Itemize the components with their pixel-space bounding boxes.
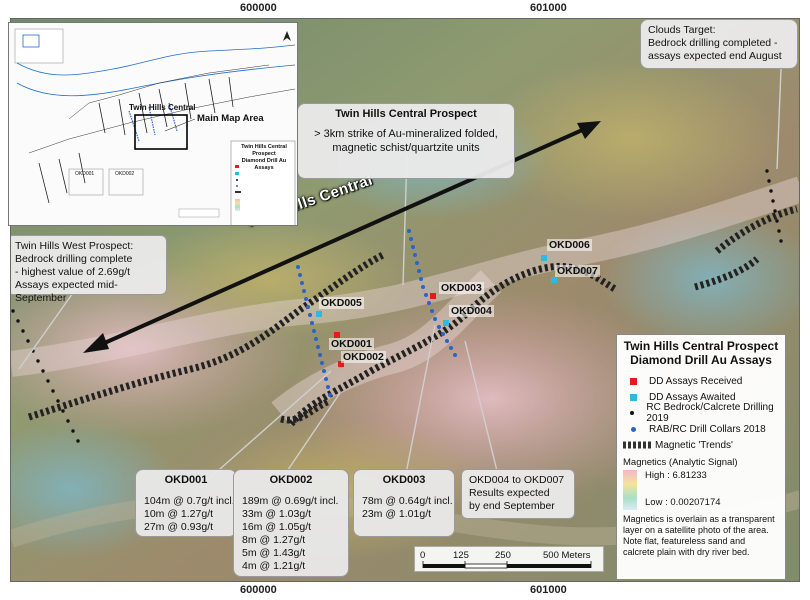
- grid-label-top-601000: 601000: [530, 2, 567, 14]
- cyan-square-icon: [629, 393, 637, 401]
- legend-item-awaited: DD Assays Awaited: [623, 389, 779, 405]
- inset-title-line2: Diamond Drill Au Assays: [241, 158, 287, 171]
- inset-hole-b: OKD002: [115, 171, 135, 177]
- callout-west-line3: Assays expected mid-September: [15, 279, 118, 304]
- legend-title-line1: Twin Hills Central Prospect: [623, 339, 779, 353]
- scale-tick-label: 500 Meters: [543, 550, 591, 561]
- legend-magnetics-title: Magnetics (Analytic Signal): [623, 457, 738, 468]
- inset-legend-title: Twin Hills Central Prospect Diamond Dril…: [233, 144, 295, 172]
- callout-central: Twin Hills Central Prospect > 3km strike…: [297, 103, 515, 179]
- assay-box-okd004-007: OKD004 to OKD007 Results expected by end…: [461, 469, 575, 519]
- assay-okd001-row: 10m @ 1.27g/t: [144, 508, 214, 520]
- drill-holes: [316, 255, 557, 367]
- grid-label-top-600000: 600000: [240, 2, 277, 14]
- assay-okd003-row: 23m @ 1.01g/t: [362, 508, 432, 520]
- assay-okd002-row: 33m @ 1.03g/t: [242, 508, 312, 520]
- assay-okd001-row: 27m @ 0.93g/t: [144, 521, 214, 533]
- inset-hole-a: OKD001: [75, 171, 95, 177]
- legend-item-trends: Magnetic 'Trends': [623, 437, 779, 453]
- callout-clouds-text: Bedrock drilling completed - assays expe…: [648, 37, 782, 62]
- hole-label-okd004[interactable]: OKD004: [449, 305, 494, 317]
- assay-okd004-line1: OKD004 to OKD007: [469, 474, 565, 486]
- inset-title-line1: Twin Hills Central Prospect: [241, 144, 287, 157]
- legend-item-label: DD Assays Awaited: [649, 391, 736, 403]
- legend-item-rab-rc: RAB/RC Drill Collars 2018: [623, 421, 779, 437]
- assay-okd001-row: 104m @ 0.7g/t incl.: [144, 495, 235, 507]
- assay-okd002-row: 5m @ 1.43g/t: [242, 547, 306, 559]
- assay-okd002-title: OKD002: [269, 474, 313, 486]
- callout-west-line2: - highest value of 2.69g/t: [15, 266, 130, 278]
- legend-low: Low : 0.00207174: [645, 497, 721, 508]
- inset-map: [9, 23, 297, 225]
- hole-label-okd007[interactable]: OKD007: [555, 265, 600, 277]
- callout-clouds: Clouds Target: Bedrock drilling complete…: [640, 19, 798, 69]
- hole-label-okd006[interactable]: OKD006: [547, 239, 592, 251]
- assay-box-okd002: OKD002 189m @ 0.69g/t incl. 33m @ 1.03g/…: [233, 469, 349, 577]
- assay-okd004-line2: Results expected: [469, 487, 550, 499]
- inset-main-map-label: Main Map Area: [197, 113, 264, 124]
- assay-okd002-row: 16m @ 1.05g/t: [242, 521, 312, 533]
- legend-item-rc-bedrock: RC Bedrock/Calcrete Drilling 2019: [623, 402, 779, 424]
- legend-item-label: RAB/RC Drill Collars 2018: [649, 423, 766, 435]
- callout-west-line1: Bedrock drilling complete: [15, 253, 133, 265]
- legend: Twin Hills Central Prospect Diamond Dril…: [616, 334, 786, 580]
- legend-high: High : 6.81233: [645, 470, 707, 481]
- scale-bar: 0 125 250 500 Meters: [414, 546, 604, 572]
- legend-item-received: DD Assays Received: [623, 373, 779, 389]
- grid-label-bottom-601000: 601000: [530, 584, 567, 596]
- legend-note: Magnetics is overlain as a transparent l…: [623, 514, 775, 557]
- legend-title-line2: Diamond Drill Au Assays: [630, 353, 772, 367]
- magnetics-ramp: [623, 470, 637, 510]
- assay-okd002-row: 8m @ 1.27g/t: [242, 534, 306, 546]
- scale-tick-label: 0: [420, 550, 426, 561]
- assay-okd003-title: OKD003: [382, 474, 426, 486]
- callout-clouds-title: Clouds Target:: [648, 24, 716, 36]
- blue-dot-icon: [630, 426, 636, 432]
- assay-box-okd003: OKD003 78m @ 0.64g/t incl. 23m @ 1.01g/t: [353, 469, 455, 537]
- assay-box-okd001: OKD001 104m @ 0.7g/t incl. 10m @ 1.27g/t…: [135, 469, 237, 537]
- callout-central-text: > 3km strike of Au-mineralized folded, m…: [314, 128, 498, 154]
- legend-item-label: RC Bedrock/Calcrete Drilling 2019: [646, 402, 774, 424]
- map-area[interactable]: Twin Hills Central Twin Hills Central Pr…: [10, 18, 800, 582]
- grid-label-bottom-600000: 600000: [240, 584, 277, 596]
- legend-item-label: DD Assays Received: [649, 375, 743, 387]
- hole-label-okd003[interactable]: OKD003: [439, 282, 484, 294]
- inset-central-label: Twin Hills Central: [129, 103, 196, 112]
- north-arrow-icon: [797, 55, 799, 85]
- callout-west: Twin Hills West Prospect: Bedrock drilli…: [11, 235, 167, 304]
- location-inset[interactable]: Main Map Area Twin Hills Central Twin Hi…: [8, 22, 298, 226]
- assay-okd004-line3: by end September: [469, 500, 555, 512]
- scale-tick-label: 125: [453, 550, 469, 561]
- dashed-bar-icon: [623, 441, 651, 449]
- assay-okd002-row: 4m @ 1.21g/t: [242, 560, 306, 572]
- callout-central-title: Twin Hills Central Prospect: [335, 108, 477, 120]
- hole-label-okd005[interactable]: OKD005: [319, 297, 364, 309]
- scale-tick-label: 250: [495, 550, 511, 561]
- red-square-icon: [629, 377, 637, 385]
- assay-okd001-title: OKD001: [164, 474, 208, 486]
- hole-label-okd002[interactable]: OKD002: [341, 351, 386, 363]
- legend-item-label: Magnetic 'Trends': [655, 439, 733, 451]
- callout-west-title: Twin Hills West Prospect:: [15, 240, 134, 252]
- black-dot-icon: [629, 411, 634, 415]
- assay-okd003-row: 78m @ 0.64g/t incl.: [362, 495, 453, 507]
- assay-okd002-row: 189m @ 0.69g/t incl.: [242, 495, 339, 507]
- hole-label-okd001[interactable]: OKD001: [329, 338, 374, 350]
